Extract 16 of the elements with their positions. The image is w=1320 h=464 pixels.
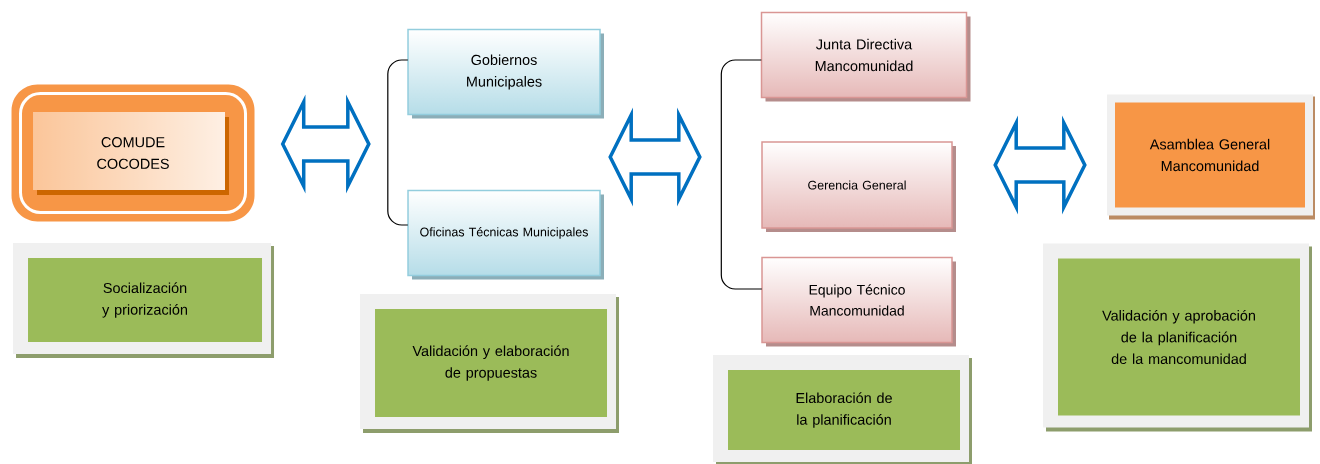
double-arrow [993,115,1087,215]
bracket-line [720,59,763,290]
process-box: Equipo Técnico Mancomunidad [761,256,956,347]
process-box: Asamblea General Mancomunidad [1107,94,1315,220]
process-box: Oficinas Técnicas Municipales [407,189,604,280]
double-arrow [280,94,371,194]
bracket-line [387,59,409,226]
stage-box: Validación y elaboración de propuestas [360,294,619,433]
framed-box: COMUDE COCODES [11,84,255,222]
process-box: Gerencia General [761,141,956,232]
stage-box: Socialización y priorización [13,243,274,358]
stage-box: Elaboración de la planificación [713,355,972,464]
process-box: Gobiernos Municipales [407,28,604,119]
double-arrow [608,107,702,207]
process-box: Junta Directiva Mancomunidad [760,11,971,102]
stage-box: Validación y aprobación de la planificación de la mancomunidad [1043,243,1312,432]
